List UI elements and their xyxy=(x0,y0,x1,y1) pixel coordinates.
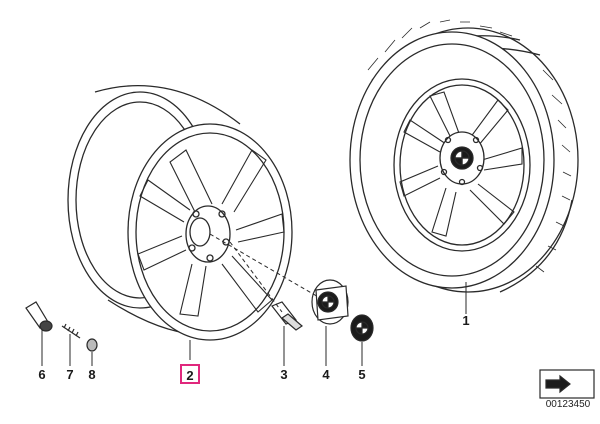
callout-8: 8 xyxy=(88,367,96,382)
diagram-part-number: 00123450 xyxy=(545,399,591,410)
wheel-rim xyxy=(67,85,293,341)
callout-5: 5 xyxy=(358,367,366,382)
wheel-bolt xyxy=(271,301,303,331)
callout-6: 6 xyxy=(38,367,46,382)
complete-wheel xyxy=(349,19,579,293)
callout-2: 2 xyxy=(180,364,200,384)
callout-3: 3 xyxy=(280,367,288,382)
callout-4: 4 xyxy=(322,367,330,382)
callout-1: 1 xyxy=(462,313,470,328)
valve-core xyxy=(61,323,81,339)
valve-cap xyxy=(86,338,98,352)
valve xyxy=(25,301,53,332)
emblem xyxy=(350,314,374,342)
callout-7: 7 xyxy=(66,367,74,382)
hub-cap xyxy=(311,279,349,325)
leader-lines xyxy=(41,233,467,366)
view-arrow-icon xyxy=(539,369,595,399)
